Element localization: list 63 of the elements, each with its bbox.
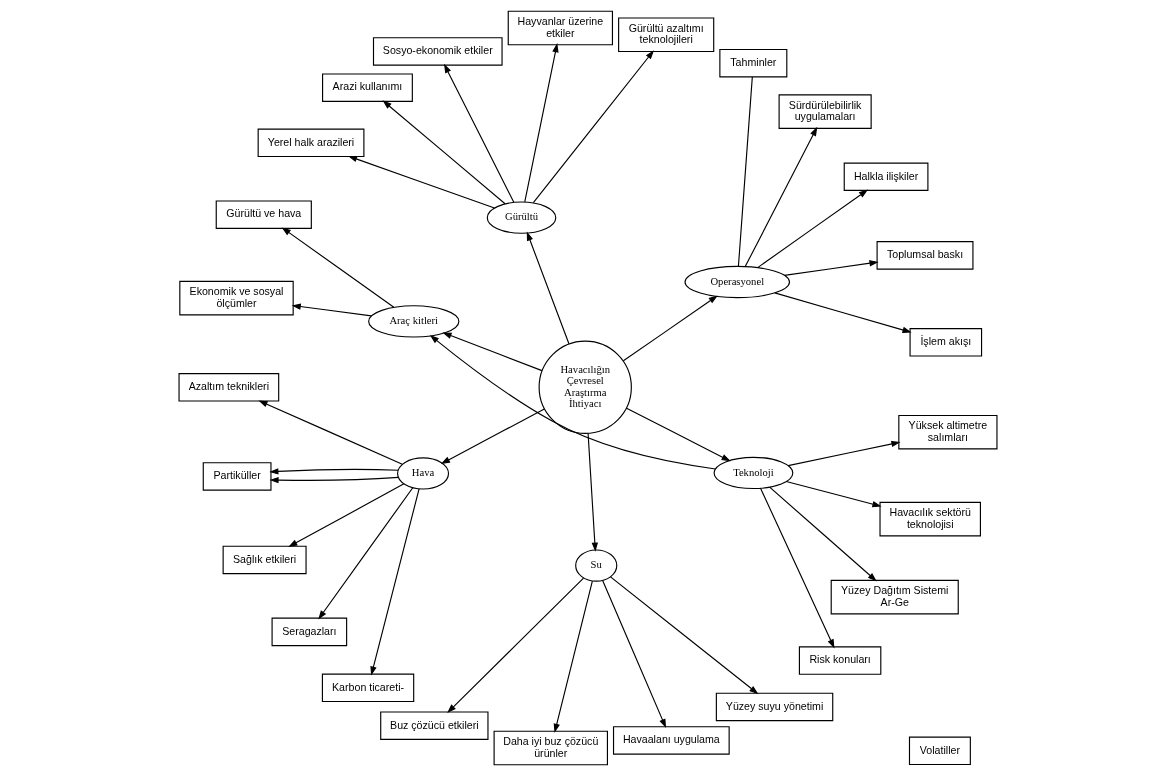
arrow: [759, 487, 835, 649]
node-box: Yüksek altimetre salımları: [898, 414, 998, 450]
arrow: [744, 126, 818, 268]
node-box: Ekonomik ve sosyal ölçümler: [179, 280, 294, 316]
node-box: Azaltım teknikleri: [178, 373, 280, 402]
node-box: Sürdürülebilirlik uygulamaları: [778, 94, 872, 129]
arrow: [382, 100, 506, 205]
arrow: [626, 407, 731, 462]
arrow: [787, 440, 901, 467]
node-box: Volatiller: [908, 736, 971, 766]
arrow: [774, 292, 912, 333]
node-box: Yüzey suyu yönetimi: [715, 692, 834, 722]
node-box: Arazi kullanımı: [322, 73, 413, 102]
arrow: [769, 486, 877, 582]
arrow: [370, 488, 420, 676]
connector: [737, 76, 753, 267]
arrow: [318, 487, 414, 620]
node-ellipse: Gürültü: [486, 201, 557, 234]
arrow: [587, 433, 598, 552]
node-box: Gürültü ve hava: [215, 200, 312, 229]
arrow: [444, 63, 515, 203]
arrow: [757, 189, 869, 269]
arrow: [526, 231, 570, 345]
arrow: [622, 295, 718, 362]
arrow: [532, 50, 654, 204]
arrow: [783, 260, 879, 276]
node-box: Tahminler: [719, 48, 788, 78]
node-box: Hayvanlar üzerine etkiler: [507, 10, 614, 46]
arrow: [281, 227, 395, 308]
node-ellipse: Operasyonel: [684, 265, 791, 299]
arrow: [447, 577, 585, 714]
node-box: Karbon ticareti-: [321, 673, 415, 703]
arrow: [258, 400, 403, 465]
arrow: [269, 476, 400, 484]
node-box: Sosyo-ekonomik etkiler: [372, 37, 503, 66]
node-box: Havaalanı uygulama: [612, 726, 730, 755]
node-box: Yerel halk arazileri: [257, 128, 365, 158]
arrow: [553, 580, 593, 733]
arrow: [429, 334, 716, 470]
node-box: Daha iyi buz çözücü ürünler: [493, 730, 608, 766]
node-box: Halkla ilişkiler: [843, 162, 929, 191]
arrow: [524, 43, 559, 203]
arrow: [602, 579, 667, 729]
node-box: Seragazları: [271, 617, 348, 647]
node-box: Sağlık etkileri: [222, 545, 307, 575]
node-box: Gürültü azaltımı teknolojileri: [618, 17, 715, 53]
arrow: [291, 303, 372, 317]
node-box: Yüzey Dağıtım Sistemi Ar-Ge: [830, 579, 959, 615]
arrow: [288, 483, 405, 547]
node-box: Havacılık sektörü teknolojisi: [879, 501, 981, 537]
arrow: [785, 480, 882, 508]
arrow: [440, 408, 545, 464]
arrow: [609, 576, 759, 695]
node-box: Risk konuları: [798, 646, 882, 675]
node-box: İşlem akışı: [909, 328, 983, 357]
arrow: [442, 332, 543, 372]
node-box: Partiküller: [202, 462, 272, 491]
node-box: Toplumsal baskı: [876, 241, 974, 270]
arrow: [269, 468, 399, 475]
arrow: [348, 156, 495, 209]
node-circle: Havacılığın Çevresel Araştırma İhtiyacı: [538, 340, 632, 434]
node-ellipse: Su: [575, 549, 618, 582]
node-box: Buz çözücü etkileri: [380, 711, 489, 740]
